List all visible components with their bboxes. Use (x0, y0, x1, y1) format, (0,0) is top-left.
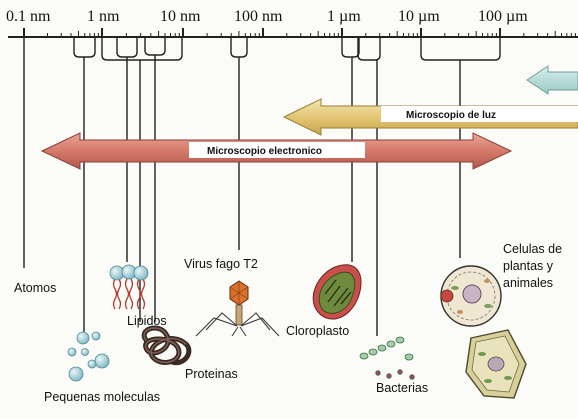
scale-ruler: 0.1 nm 1 nm 10 nm 100 nm 1 µm 10 µm 100 … (6, 8, 578, 38)
object-labels: Atomos Lipidos Pequenas moleculas Protei… (14, 242, 562, 404)
light-arrow-label: Microscopio de luz (406, 110, 496, 121)
label-chloroplast: Cloroplasto (286, 324, 349, 338)
electron-arrow-label-box (189, 142, 365, 158)
label-cells-line2: plantas y (503, 259, 554, 273)
label-bacteria: Bacterias (376, 381, 428, 395)
ruler-minor-ticks (47, 31, 576, 37)
scale-label-100nm: 100 nm (234, 8, 283, 25)
label-lipids: Lipidos (127, 314, 167, 328)
scale-label-1nm: 1 nm (87, 8, 120, 25)
label-small-molecules: Pequenas moleculas (44, 390, 160, 404)
scale-label-100um: 100 µm (478, 8, 528, 25)
light-microscope-arrow: Microscopio de luz (282, 98, 578, 136)
scale-label-1um: 1 µm (327, 8, 361, 25)
animal-cell-illustration (440, 265, 502, 327)
scale-label-10nm: 10 nm (160, 8, 201, 25)
leader-small-molecules (73, 37, 96, 335)
protein-illustration (141, 325, 192, 366)
label-virus: Virus fago T2 (184, 257, 258, 271)
virus-t2-illustration (195, 280, 280, 337)
label-cells-line1: Celulas de (503, 242, 562, 256)
small-molecules-illustration (67, 331, 110, 382)
leader-lines (23, 37, 501, 336)
ruler-major-ticks (23, 28, 501, 37)
eye-range-arrow (526, 65, 578, 95)
chloroplast-illustration (312, 264, 362, 320)
electron-arrow-label: Microscopio electronico (207, 146, 322, 157)
scale-label-10um: 10 µm (398, 8, 440, 25)
label-proteins: Proteinas (185, 367, 238, 381)
electron-microscope-arrow: Microscopio electronico (40, 132, 513, 170)
leader-proteins-inner (144, 37, 166, 322)
light-arrow-label-box (381, 106, 578, 122)
label-atoms: Atomos (14, 281, 56, 295)
eye-arrow-shape (526, 65, 578, 95)
label-cells-line3: animales (503, 276, 553, 290)
scale-label-0.1nm: 0.1 nm (6, 8, 51, 25)
plant-cell-illustration (465, 329, 527, 399)
leader-bacteria (357, 37, 381, 336)
lipids-illustration (109, 264, 149, 310)
bacteria-illustration (359, 336, 415, 380)
